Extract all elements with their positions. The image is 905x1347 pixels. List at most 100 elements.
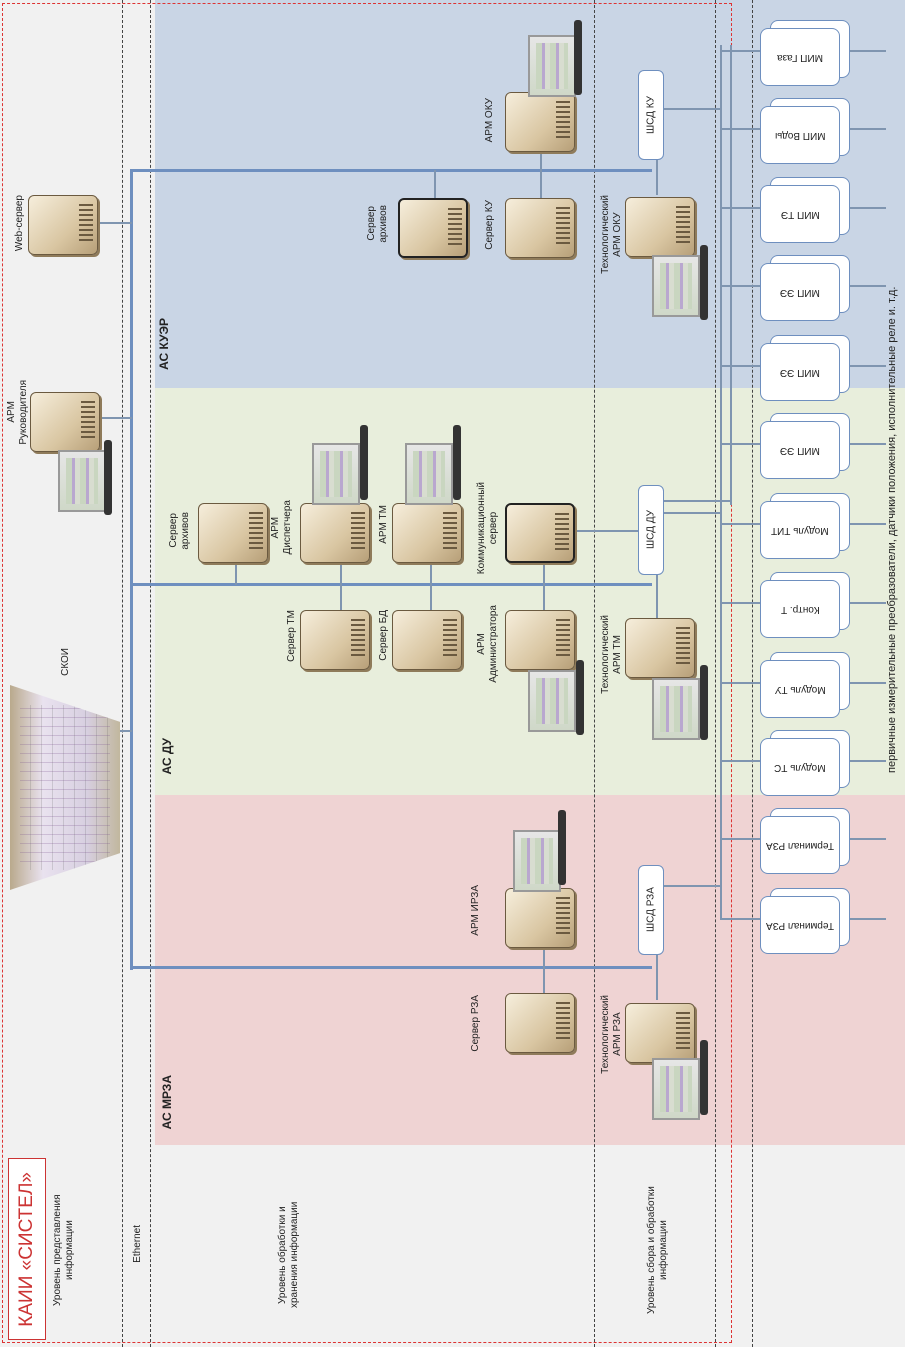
keyboard-icon <box>700 665 708 740</box>
bus-du <box>130 583 652 586</box>
device-label: Модуль ТУ <box>774 683 826 695</box>
label-arm-tm: АРМ ТМ <box>378 505 389 544</box>
device-card[interactable]: МИП Газа <box>760 20 850 86</box>
zone-label-du: АС ДУ <box>160 738 174 775</box>
link <box>656 955 658 1000</box>
server-tm[interactable] <box>300 610 370 670</box>
card-front: МИП ТЭ <box>760 185 840 243</box>
text: Диспетчера <box>282 500 293 555</box>
keyboard-icon <box>104 440 112 515</box>
divider <box>594 0 595 1347</box>
text: Администратора <box>488 605 499 683</box>
device-card[interactable]: МИП ЭЭ <box>760 413 850 479</box>
monitor-icon <box>528 35 576 97</box>
field-devices-note: первичные измерительные преобразователи,… <box>886 286 898 774</box>
kaii-frame <box>2 3 732 1343</box>
text: АРМ <box>6 401 17 424</box>
tech-arm-tm[interactable] <box>625 618 695 678</box>
field-link <box>850 918 886 920</box>
keyboard-icon <box>700 1040 708 1115</box>
level-processing: Уровень обработки и хранения информации <box>277 1201 300 1309</box>
link <box>664 108 720 110</box>
device-card[interactable]: Терминал РЗА <box>760 888 850 954</box>
text: Коммуникационный <box>476 482 487 575</box>
card-front: Терминал РЗА <box>760 816 840 874</box>
shsd-rza-label: ШСД РЗА <box>645 887 657 933</box>
device-card[interactable]: Терминал РЗА <box>760 808 850 874</box>
skoi-videowall[interactable] <box>10 685 120 890</box>
label-web-server: Web-сервер <box>14 195 25 252</box>
shsd-rza[interactable]: ШСД РЗА <box>638 865 664 955</box>
communication-server[interactable] <box>505 503 575 563</box>
arm-tm[interactable] <box>392 503 462 563</box>
field-link <box>850 760 886 762</box>
label-server-bd: Сервер БД <box>378 610 389 661</box>
server-bd[interactable] <box>392 610 462 670</box>
field-link <box>850 365 886 367</box>
text: Технологический <box>600 615 611 694</box>
level-collection: Уровень сбора и обработки информации <box>646 1186 669 1314</box>
device-label: Модуль ТС <box>774 761 826 773</box>
link <box>235 555 237 585</box>
shsd-ku[interactable]: ШСД КУ <box>638 70 664 160</box>
monitor-icon <box>312 443 360 505</box>
kaii-title: КАИИ «СИСТЕЛ» <box>8 1158 46 1340</box>
ethernet-bus <box>130 170 133 970</box>
label-server-ku: Сервер КУ <box>484 200 495 250</box>
device-card[interactable]: Контр. Т <box>760 572 850 638</box>
archive-server-du[interactable] <box>198 503 268 563</box>
device-card[interactable]: МИП Воды <box>760 98 850 164</box>
device-card[interactable]: Модуль ТИТ <box>760 493 850 559</box>
card-link <box>720 523 760 525</box>
device-label: Контр. Т <box>780 603 820 615</box>
shsd-du[interactable]: ШСД ДУ <box>638 485 664 575</box>
device-label: МИП ТЭ <box>780 208 820 220</box>
device-card[interactable]: МИП ТЭ <box>760 177 850 243</box>
link <box>100 417 132 419</box>
field-link <box>850 602 886 604</box>
shsd-du-label: ШСД ДУ <box>645 510 657 550</box>
card-front: МИП ЭЭ <box>760 343 840 401</box>
field-link <box>850 285 886 287</box>
monitor-icon <box>652 678 700 740</box>
level-ethernet: Ethernet <box>132 1225 143 1263</box>
arm-irza[interactable] <box>505 888 575 948</box>
archive-server-kuer[interactable] <box>398 198 468 258</box>
device-label: МИП ЭЭ <box>780 286 820 298</box>
text: Сервер <box>168 513 179 549</box>
text: Сервер <box>366 206 377 242</box>
divider <box>122 0 123 1347</box>
device-card[interactable]: Модуль ТС <box>760 730 850 796</box>
link <box>430 555 432 610</box>
card-link <box>720 285 760 287</box>
tech-arm-oku[interactable] <box>625 197 695 257</box>
card-front: МИП ЭЭ <box>760 421 840 479</box>
card-link <box>720 443 760 445</box>
arm-administrator[interactable] <box>505 610 575 670</box>
web-server[interactable] <box>28 195 98 255</box>
device-label: Модуль ТИТ <box>771 524 829 536</box>
monitor-icon <box>405 443 453 505</box>
divider <box>150 0 151 1347</box>
arm-dispatcher[interactable] <box>300 503 370 563</box>
level-presentation: Уровень представления информации <box>52 1194 75 1306</box>
tech-arm-rza[interactable] <box>625 1003 695 1063</box>
arm-oku[interactable] <box>505 92 575 152</box>
server-rza[interactable] <box>505 993 575 1053</box>
device-card[interactable]: Модуль ТУ <box>760 652 850 718</box>
device-label: МИП Воды <box>774 129 826 141</box>
server-ku[interactable] <box>505 198 575 258</box>
device-label: МИП Газа <box>777 51 823 63</box>
device-card[interactable]: МИП ЭЭ <box>760 255 850 321</box>
text: Руководителя <box>18 380 29 445</box>
link <box>543 555 545 610</box>
link <box>664 512 720 514</box>
monitor-icon <box>58 450 106 512</box>
link <box>656 575 658 620</box>
arm-rukovoditelya[interactable] <box>30 392 100 452</box>
link <box>720 45 722 920</box>
device-card[interactable]: МИП ЭЭ <box>760 335 850 401</box>
